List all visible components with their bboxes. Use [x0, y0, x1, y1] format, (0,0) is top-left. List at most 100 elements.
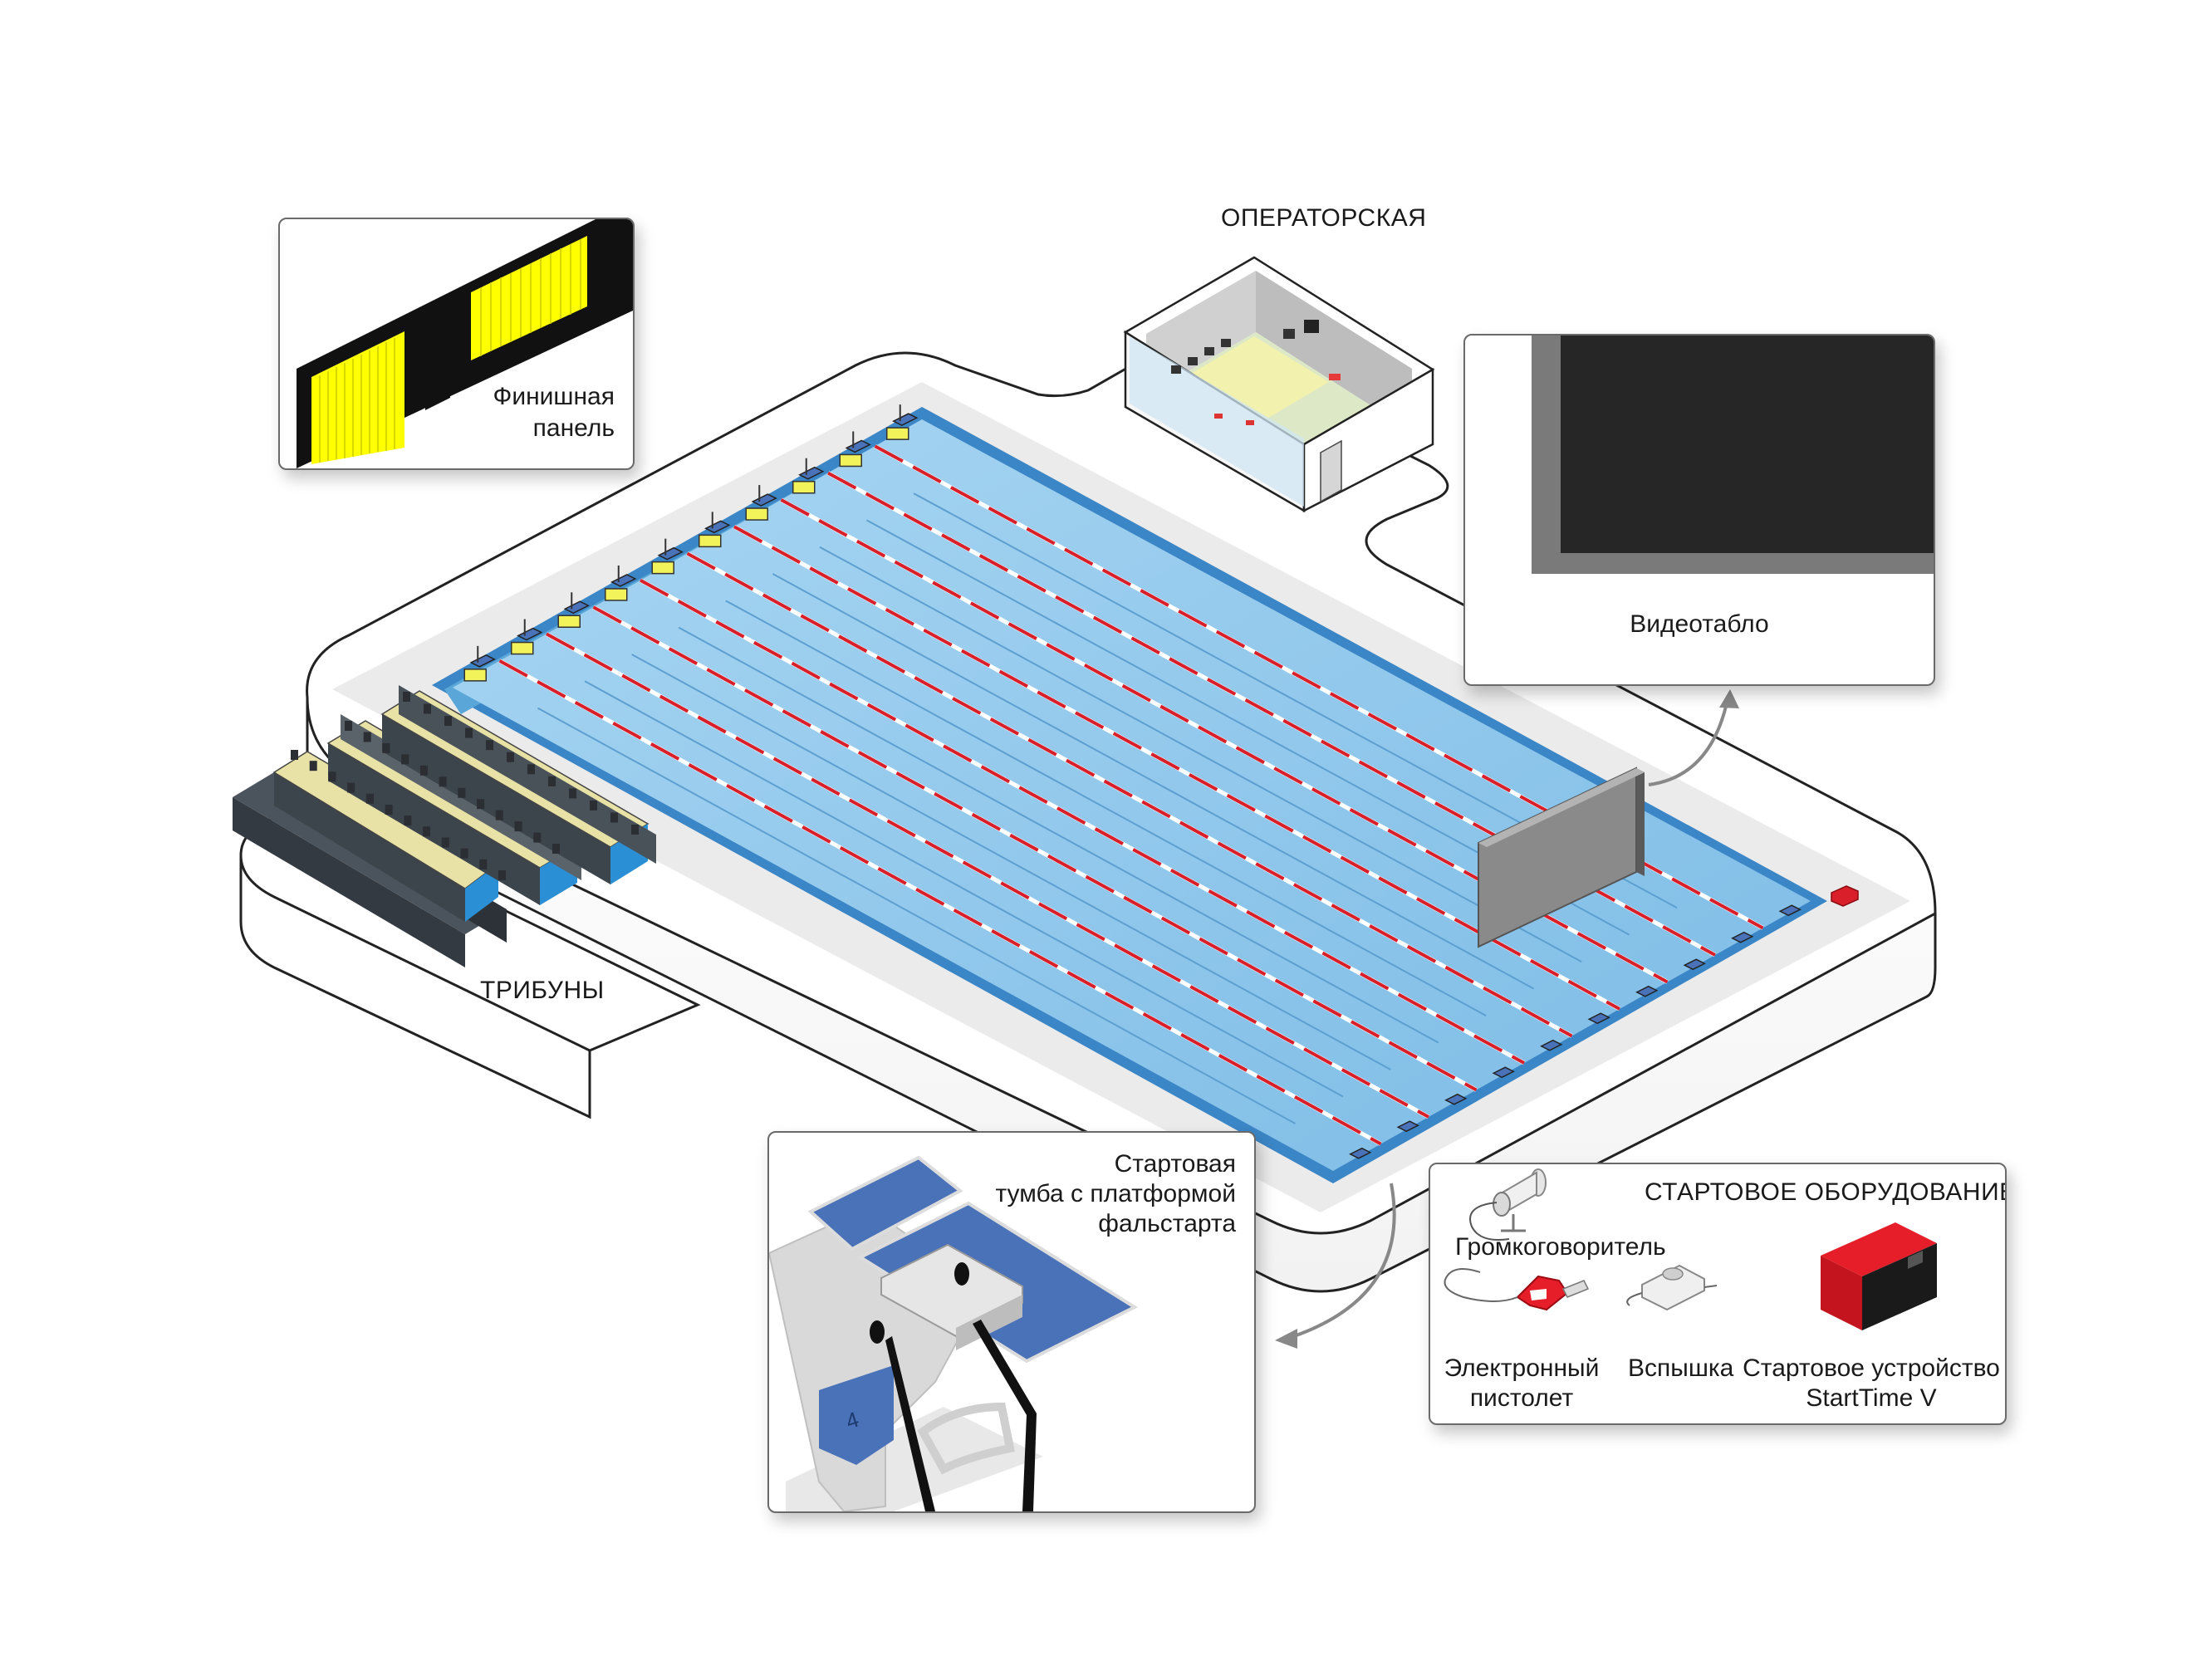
loudspeaker-label: Громкоговоритель — [1455, 1233, 1666, 1261]
stand-seat — [309, 761, 317, 771]
stand-seat — [527, 764, 535, 775]
finish-panel-label-line1: Финишная — [493, 383, 615, 410]
stand-seat — [328, 771, 336, 782]
near-block — [1635, 985, 1659, 997]
stand-seat — [533, 832, 542, 843]
touch-pad — [839, 453, 862, 468]
stand-seats — [291, 692, 639, 880]
starting-equipment-title: СТАРТОВОЕ ОБОРУДОВАНИЕ — [1645, 1178, 2007, 1206]
near-block — [1731, 931, 1754, 943]
lane-rope — [592, 605, 1478, 1092]
near-block — [1492, 1066, 1515, 1079]
lane-floor-marking — [819, 546, 1582, 962]
starting-block — [657, 546, 684, 561]
stand-seat — [347, 782, 355, 793]
stand-seat — [552, 844, 560, 854]
lane-floor-marking — [631, 654, 1391, 1070]
lane-floor-marking — [584, 680, 1344, 1098]
video-board-label: Видеотабло — [1630, 610, 1769, 638]
lane-rope — [498, 659, 1382, 1146]
touch-pad — [463, 669, 487, 682]
near-block — [1540, 1039, 1563, 1051]
electronic-pistol-label-line1: Электронный — [1444, 1354, 1600, 1382]
near-block — [1587, 1012, 1610, 1025]
touch-pad — [745, 507, 768, 521]
starting-equipment-icons — [1444, 1168, 1937, 1330]
start-device-label-line2: StartTime V — [1806, 1384, 1937, 1412]
video-board-structure — [1478, 767, 1645, 948]
stand-seat — [365, 793, 374, 804]
starting-block-label-line3: фальстарта — [1098, 1210, 1236, 1237]
stand-seat — [460, 848, 468, 859]
starting-block — [845, 439, 871, 453]
stand-seat — [385, 804, 393, 815]
lane-floor-marking — [537, 707, 1296, 1124]
finish-panel-illustration — [297, 219, 633, 468]
starting-block — [704, 520, 731, 534]
lane-floor-marking — [678, 626, 1439, 1044]
touch-pad — [651, 561, 674, 575]
stand-seat — [465, 727, 473, 738]
operator-room — [1123, 256, 1435, 513]
starting-block — [610, 574, 637, 587]
flash-label: Вспышка — [1628, 1354, 1734, 1382]
stand-seat — [631, 825, 639, 835]
near-block — [1349, 1147, 1372, 1159]
starting-block-label-line1: Стартовая — [1114, 1150, 1236, 1178]
stand-seat — [444, 716, 452, 727]
start-device-on-deck — [1831, 885, 1859, 907]
stand-seat — [291, 750, 298, 760]
stand-seat — [507, 752, 514, 762]
video-board-illustration — [1532, 336, 1934, 579]
stand-seat — [345, 721, 352, 731]
finish-panel-label-line2: панель — [532, 414, 615, 442]
stand-seat — [514, 821, 522, 832]
far-end-starting-blocks — [463, 404, 919, 682]
lane-rope — [546, 632, 1429, 1119]
start-device-label-line1: Стартовое устройство — [1743, 1354, 2000, 1382]
near-block — [1778, 904, 1802, 917]
arrow-to-video-board — [1648, 698, 1729, 786]
stand-seat — [382, 742, 390, 753]
stand-seat — [477, 799, 485, 810]
stand-seat — [403, 692, 410, 702]
arrow-to-starting-block-head — [1275, 1329, 1297, 1349]
starting-block — [798, 466, 825, 480]
flash-icon — [1626, 1264, 1718, 1311]
lane-floor-marking — [772, 573, 1535, 990]
starting-equipment-callout: СТАРТОВОЕ ОБОРУДОВАНИЕ Громкогово — [1429, 1163, 2007, 1425]
starting-block-callout: 4 Стартовая тумба с платформой фальстарт… — [767, 1131, 1256, 1513]
lane-rope — [686, 551, 1573, 1038]
stand-seat — [363, 732, 371, 742]
touch-pad — [886, 427, 909, 440]
lane-floor-marking — [725, 600, 1487, 1016]
stand-seat — [401, 754, 409, 765]
stands-label: ТРИБУНЫ — [480, 977, 605, 1004]
starting-block — [469, 654, 496, 668]
starting-block — [563, 600, 590, 615]
near-block — [1396, 1120, 1419, 1133]
stand-seat — [424, 703, 431, 714]
stand-seat — [458, 787, 466, 798]
stand-seat — [419, 765, 428, 776]
starting-block-illustration: 4 — [769, 1155, 1139, 1511]
electronic-pistol-icon — [1444, 1268, 1590, 1311]
stand-seat — [441, 837, 449, 848]
touch-pad — [699, 534, 722, 548]
stand-seat — [498, 870, 506, 880]
lane-rope — [733, 525, 1620, 1011]
video-board-callout: Видеотабло — [1463, 334, 1935, 686]
stand-seat — [590, 800, 597, 811]
stand-seat — [486, 740, 493, 751]
stand-seat — [439, 776, 447, 787]
lane-rope — [640, 579, 1525, 1065]
near-block — [1444, 1093, 1468, 1105]
loudspeaker-icon — [1469, 1168, 1547, 1241]
spectator-stands — [233, 685, 656, 967]
finish-panel-callout: Финишная панель — [278, 218, 635, 470]
stand-seat — [479, 859, 488, 869]
starting-block — [892, 413, 919, 426]
touch-pad — [792, 481, 816, 494]
touch-pad — [511, 641, 534, 655]
